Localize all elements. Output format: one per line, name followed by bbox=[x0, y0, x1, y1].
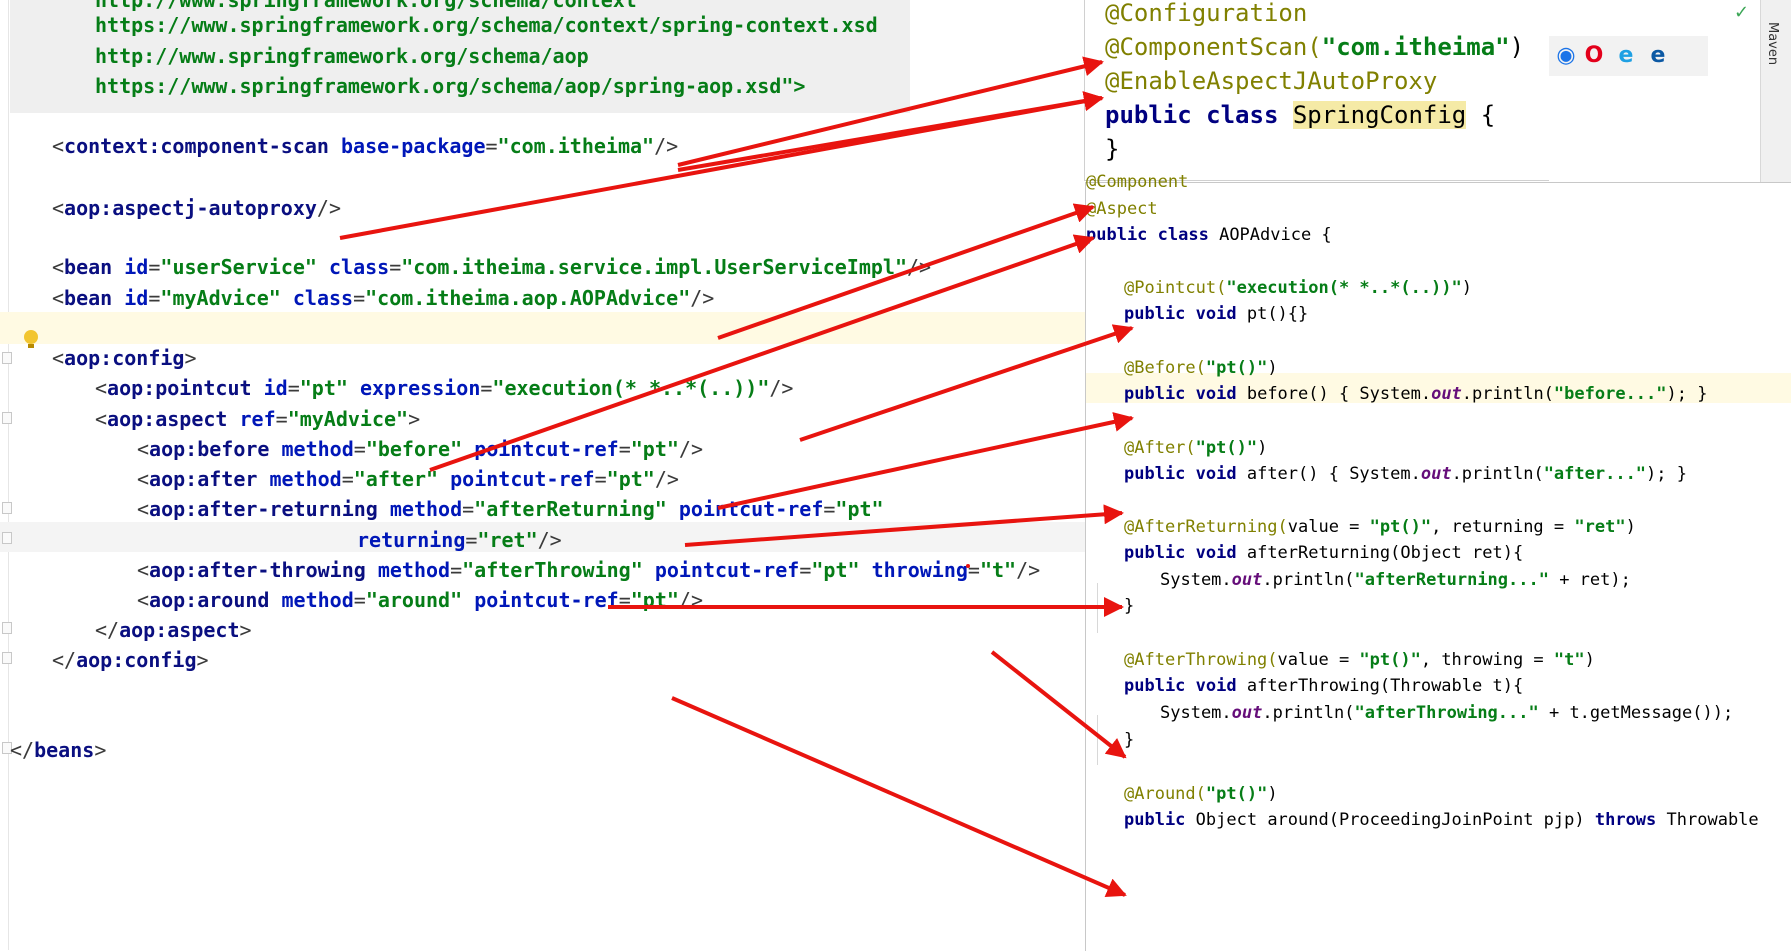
aop-config-open-line[interactable]: <aop:config> bbox=[52, 346, 197, 370]
right-tool-strip bbox=[1760, 0, 1791, 182]
before-method-line: public void before() { System.out.printl… bbox=[1124, 384, 1708, 404]
indent-guide bbox=[1097, 715, 1098, 765]
maven-tool-tab[interactable]: Maven bbox=[1765, 22, 1780, 66]
schema-url-line: http://www.springframework.org/schema/co… bbox=[95, 0, 637, 12]
after-returning-method-line: public void afterReturning(Object ret){ bbox=[1124, 543, 1524, 563]
component-annotation: @Component bbox=[1086, 172, 1189, 192]
around-line[interactable]: <aop:around method="around" pointcut-ref… bbox=[137, 588, 703, 612]
caret-line-highlight bbox=[0, 312, 1100, 344]
caret-line-highlight bbox=[1086, 373, 1791, 403]
chrome-icon[interactable]: ◉ bbox=[1556, 43, 1576, 68]
aspect-annotation: @Aspect bbox=[1086, 199, 1158, 219]
pt-method-line: public void pt(){} bbox=[1124, 304, 1309, 324]
fold-icon[interactable] bbox=[2, 652, 12, 664]
around-method-line: public Object around(ProceedingJoinPoint… bbox=[1124, 810, 1759, 830]
fold-icon[interactable] bbox=[2, 502, 12, 514]
before-annotation: @Before("pt()") bbox=[1124, 358, 1278, 378]
after-throwing-line[interactable]: <aop:after-throwing method="afterThrowin… bbox=[137, 558, 1041, 582]
after-line[interactable]: <aop:after method="after" pointcut-ref="… bbox=[137, 467, 679, 491]
beans-close-line[interactable]: </beans> bbox=[10, 738, 107, 762]
after-throwing-body-line: System.out.println("afterThrowing..." + … bbox=[1160, 703, 1734, 723]
aop-advice-class-line: public class AOPAdvice { bbox=[1086, 225, 1332, 245]
after-method-line: public void after() { System.out.println… bbox=[1124, 464, 1687, 484]
after-throwing-close-brace: } bbox=[1124, 730, 1135, 750]
lightbulb-icon[interactable] bbox=[24, 330, 38, 348]
bean-user-service-line[interactable]: <bean id="userService" class="com.itheim… bbox=[52, 255, 932, 279]
fold-icon[interactable] bbox=[2, 622, 12, 634]
indent-guide bbox=[1097, 583, 1098, 633]
after-returning-close-brace: } bbox=[1124, 596, 1135, 616]
after-throwing-method-line: public void afterThrowing(Throwable t){ bbox=[1124, 676, 1524, 696]
browser-preview-bar: ◉ O e e bbox=[1548, 36, 1708, 76]
autoproxy-line[interactable]: <aop:aspectj-autoproxy/> bbox=[52, 196, 342, 220]
bean-my-advice-line[interactable]: <bean id="myAdvice" class="com.itheima.a… bbox=[52, 286, 715, 310]
aop-config-close-line[interactable]: </aop:config> bbox=[52, 648, 209, 672]
fold-icon[interactable] bbox=[2, 532, 12, 544]
after-annotation: @After("pt()") bbox=[1124, 438, 1268, 458]
schema-url-line: https://www.springframework.org/schema/a… bbox=[95, 74, 806, 98]
enable-aspectj-annotation: @EnableAspectJAutoProxy bbox=[1105, 67, 1438, 95]
aspect-close-line[interactable]: </aop:aspect> bbox=[95, 618, 252, 642]
pointcut-line[interactable]: <aop:pointcut id="pt" expression="execut… bbox=[95, 376, 794, 400]
edge-icon[interactable]: e bbox=[1650, 43, 1666, 68]
component-scan-line[interactable]: <context:component-scan base-package="co… bbox=[52, 134, 679, 158]
before-line[interactable]: <aop:before method="before" pointcut-ref… bbox=[137, 437, 703, 461]
spring-config-class-line: public class SpringConfig { bbox=[1105, 101, 1496, 129]
configuration-annotation: @Configuration bbox=[1105, 0, 1308, 27]
checkmark-icon: ✓ bbox=[1734, 2, 1750, 23]
class-close-brace: } bbox=[1105, 135, 1120, 163]
after-returning-cont-line[interactable]: returning="ret"/> bbox=[357, 528, 562, 552]
fold-icon[interactable] bbox=[2, 412, 12, 424]
after-returning-body-line: System.out.println("afterReturning..." +… bbox=[1160, 570, 1631, 590]
component-scan-annotation: @ComponentScan("com.itheima") bbox=[1105, 33, 1525, 61]
aop-advice-panel[interactable]: @Component @Aspect public class AOPAdvic… bbox=[1085, 172, 1791, 951]
after-throwing-annotation: @AfterThrowing(value = "pt()", throwing … bbox=[1124, 650, 1595, 670]
pointcut-annotation: @Pointcut("execution(* *..*(..))") bbox=[1124, 278, 1473, 298]
after-returning-line[interactable]: <aop:after-returning method="afterReturn… bbox=[137, 497, 884, 521]
after-returning-annotation: @AfterReturning(value = "pt()", returnin… bbox=[1124, 517, 1636, 537]
fold-icon[interactable] bbox=[2, 352, 12, 364]
fold-icon[interactable] bbox=[2, 742, 12, 754]
around-annotation: @Around("pt()") bbox=[1124, 784, 1278, 804]
aspect-open-line[interactable]: <aop:aspect ref="myAdvice"> bbox=[95, 407, 421, 431]
opera-icon[interactable]: O bbox=[1584, 43, 1604, 68]
spring-config-panel[interactable]: @Configuration @ComponentScan("com.ithei… bbox=[1084, 0, 1549, 181]
ie-icon[interactable]: e bbox=[1618, 43, 1634, 68]
gutter-border bbox=[8, 0, 9, 950]
schema-url-line: http://www.springframework.org/schema/ao… bbox=[95, 44, 589, 68]
schema-url-line: https://www.springframework.org/schema/c… bbox=[95, 13, 878, 37]
xml-editor[interactable]: http://www.springframework.org/schema/co… bbox=[0, 0, 1100, 950]
